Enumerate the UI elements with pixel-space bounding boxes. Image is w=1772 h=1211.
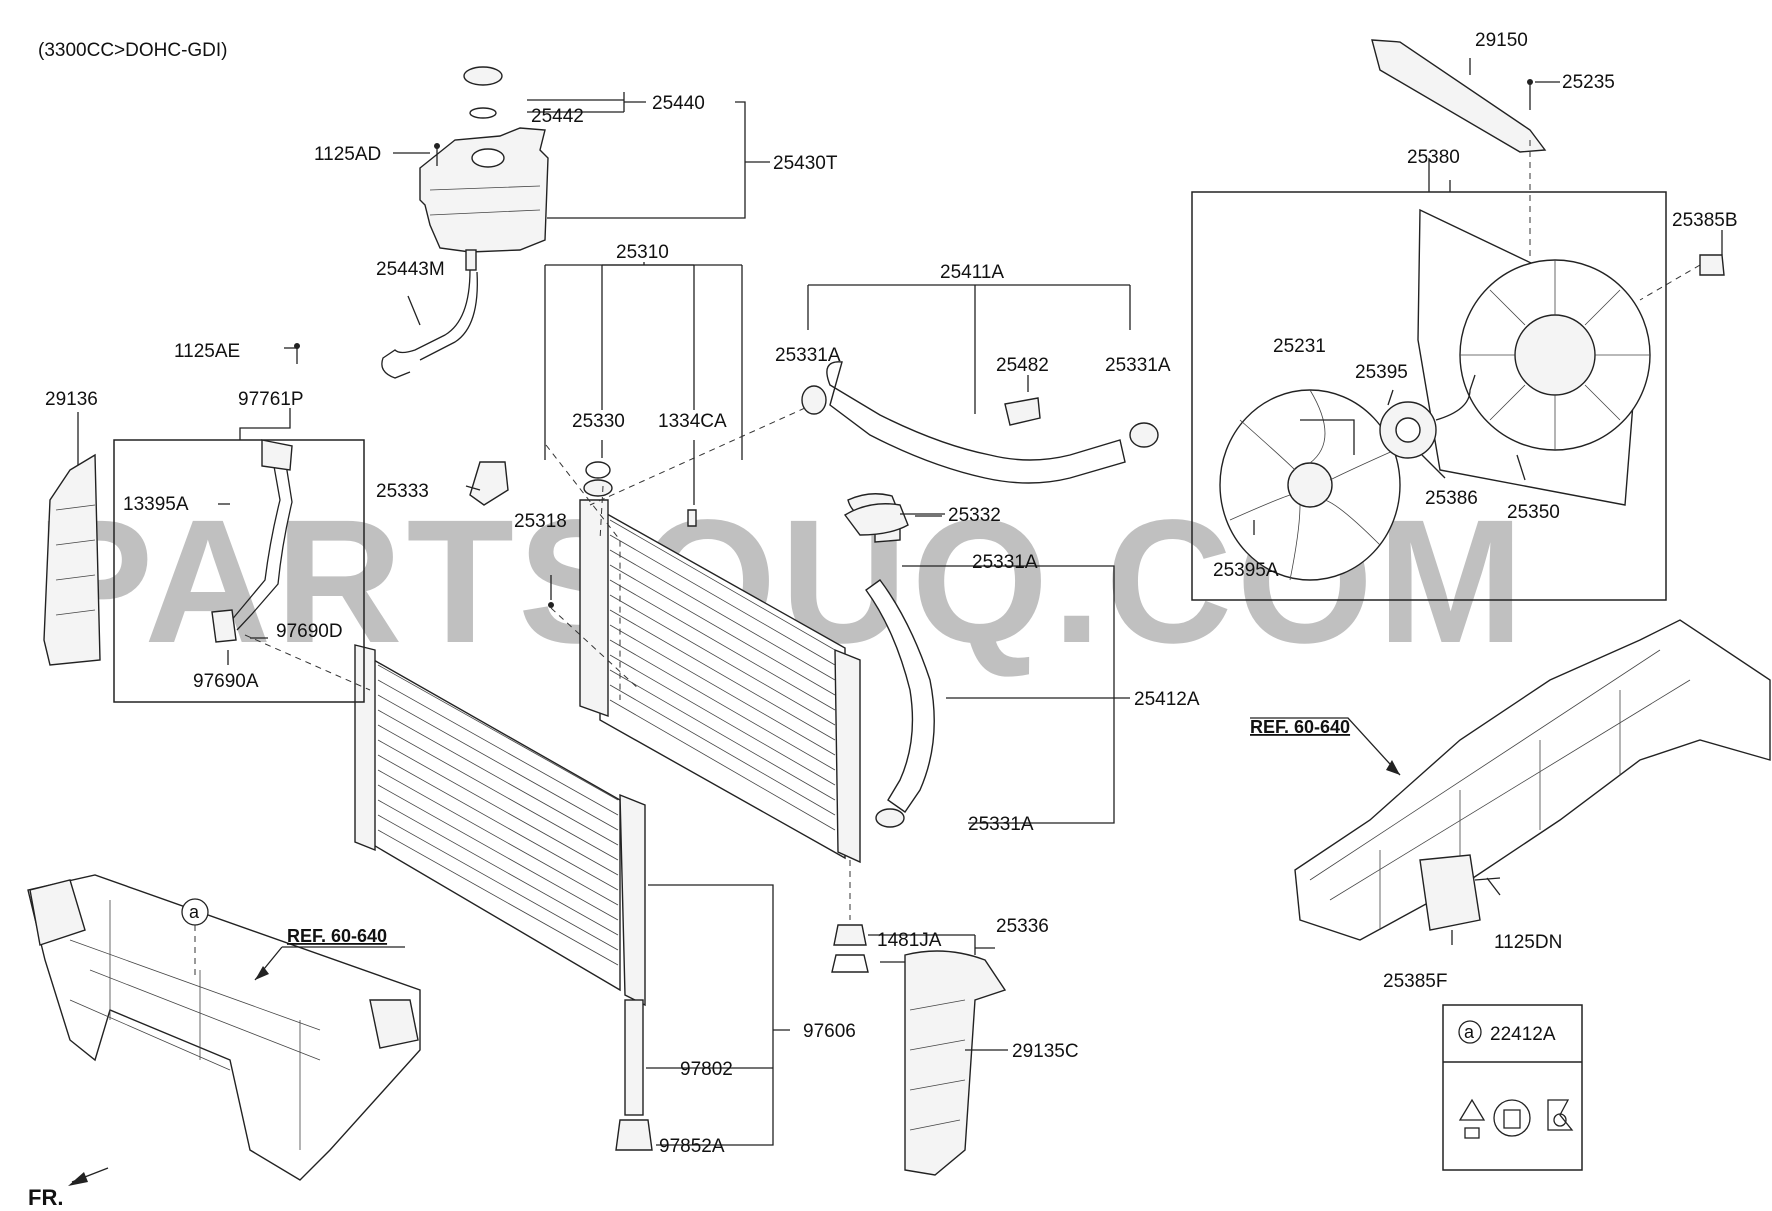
front-end-module-carrier-drawing <box>27 874 421 1181</box>
part-label-97690A[interactable]: 97690A <box>193 671 259 692</box>
part-label-1125AE[interactable]: 1125AE <box>174 341 240 362</box>
part-label-25318[interactable]: 25318 <box>514 511 567 532</box>
part-label-1481JA[interactable]: 1481JA <box>877 930 942 951</box>
marker-a-label: a <box>189 902 200 922</box>
part-label-25430T[interactable]: 25430T <box>773 153 838 174</box>
part-label-25310[interactable]: 25310 <box>616 242 669 263</box>
condenser-drawing <box>354 644 653 1151</box>
part-label-25440[interactable]: 25440 <box>652 93 705 114</box>
part-label-25333[interactable]: 25333 <box>376 481 429 502</box>
part-label-1125AD[interactable]: 1125AD <box>314 144 381 165</box>
legend-marker: a <box>1464 1022 1475 1042</box>
part-label-25385B[interactable]: 25385B <box>1672 210 1738 231</box>
right-air-guard-drawing <box>904 950 1007 1176</box>
part-label-13395A[interactable]: 13395A <box>123 494 189 515</box>
ref-label-right[interactable]: REF. 60-640 <box>1250 717 1350 737</box>
fan-motor-drawing <box>1379 374 1476 459</box>
warning-label-icons <box>1458 1098 1574 1139</box>
connector-25385B <box>1699 254 1725 276</box>
part-label-29150[interactable]: 29150 <box>1475 30 1528 51</box>
drain-plug-drawing <box>831 860 869 973</box>
left-air-guard-drawing <box>43 453 101 666</box>
part-label-25443M[interactable]: 25443M <box>376 259 445 280</box>
part-label-25331A-hose-bottom[interactable]: 25331A <box>968 814 1034 835</box>
part-label-1125DN[interactable]: 1125DN <box>1494 932 1562 953</box>
upper-air-guard-drawing <box>1371 39 1547 153</box>
part-label-25331A-upper-right[interactable]: 25331A <box>1105 355 1171 376</box>
ref-label-left[interactable]: REF. 60-640 <box>287 926 387 946</box>
ac-line-group-box <box>113 439 365 703</box>
part-label-25395[interactable]: 25395 <box>1355 362 1408 383</box>
part-label-25350[interactable]: 25350 <box>1507 502 1560 523</box>
fan-shroud-drawing <box>1417 208 1651 506</box>
cap-gasket <box>469 107 497 119</box>
front-side-member-drawing <box>1294 619 1771 941</box>
part-label-25331A-hose-top[interactable]: 25331A <box>972 552 1038 573</box>
ac-line-drawing <box>113 343 365 703</box>
legend-part-label[interactable]: 22412A <box>1490 1024 1556 1045</box>
engine-spec-label: (3300CC>DOHC-GDI) <box>38 40 228 61</box>
bracket-25332 <box>843 503 909 536</box>
part-label-25330[interactable]: 25330 <box>572 411 625 432</box>
part-label-25231[interactable]: 25231 <box>1273 336 1326 357</box>
part-label-25336[interactable]: 25336 <box>996 916 1049 937</box>
part-label-25386[interactable]: 25386 <box>1425 488 1478 509</box>
reservoir-cap <box>463 66 503 86</box>
part-label-97690D[interactable]: 97690D <box>276 621 343 642</box>
part-label-97802[interactable]: 97802 <box>680 1059 733 1080</box>
part-label-25385F[interactable]: 25385F <box>1383 971 1447 992</box>
part-label-25332[interactable]: 25332 <box>948 505 1001 526</box>
front-direction-label: FR. <box>28 1185 63 1210</box>
part-label-97761P[interactable]: 97761P <box>238 389 304 410</box>
part-label-25411A[interactable]: 25411A <box>940 262 1004 283</box>
radiator-drawing <box>579 461 861 864</box>
part-label-29136[interactable]: 29136 <box>45 389 98 410</box>
reservoir-tank-drawing <box>381 66 549 379</box>
part-label-25395A[interactable]: 25395A <box>1213 560 1279 581</box>
bracket-25333 <box>469 461 509 506</box>
part-label-97606[interactable]: 97606 <box>803 1021 856 1042</box>
fan-blade-drawing <box>1219 389 1401 581</box>
part-label-1334CA[interactable]: 1334CA <box>658 411 727 432</box>
legend-box <box>1442 1004 1583 1171</box>
part-label-25482[interactable]: 25482 <box>996 355 1049 376</box>
part-label-25235[interactable]: 25235 <box>1562 72 1615 93</box>
part-label-25442[interactable]: 25442 <box>531 106 584 127</box>
part-label-25412A[interactable]: 25412A <box>1134 689 1200 710</box>
part-label-97852A[interactable]: 97852A <box>659 1136 725 1157</box>
radiator-cap <box>585 461 611 479</box>
part-label-25331A-upper-left[interactable]: 25331A <box>775 345 841 366</box>
upper-hose-drawing <box>801 361 1159 484</box>
part-label-25380[interactable]: 25380 <box>1407 147 1460 168</box>
part-label-29135C[interactable]: 29135C <box>1012 1041 1079 1062</box>
